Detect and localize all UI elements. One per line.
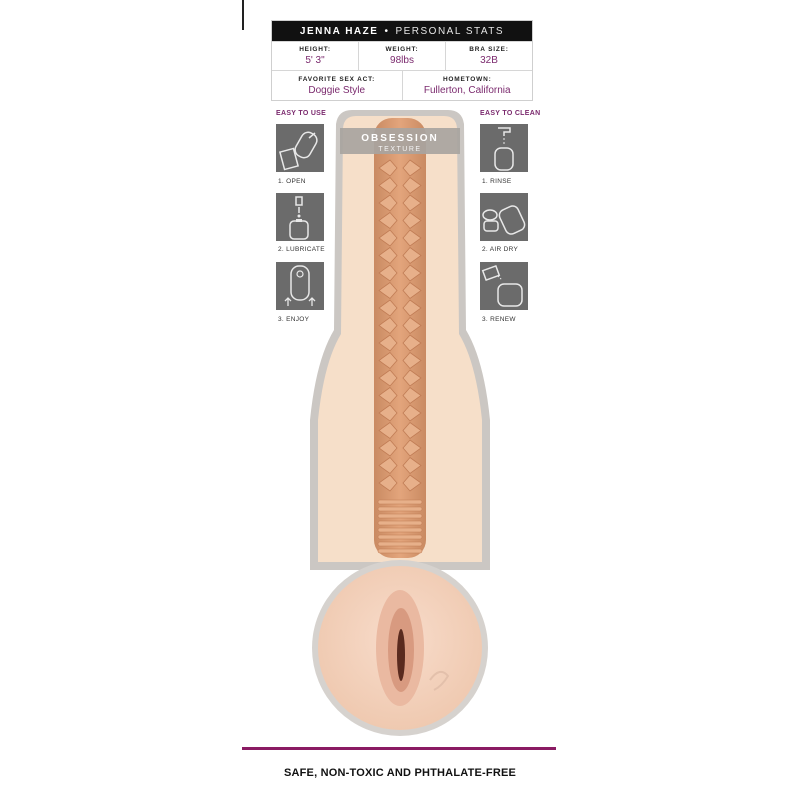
use-step-3-label: 3. ENJOY <box>278 316 310 323</box>
bra-cell: BRA SIZE: 32B <box>445 42 532 70</box>
texture-nub <box>402 386 422 405</box>
height-value: 5' 3" <box>305 55 325 66</box>
texture-subtitle: TEXTURE <box>378 146 421 153</box>
header-separator: • <box>384 25 390 37</box>
act-value: Doggie Style <box>308 84 366 96</box>
hometown-cell: HOMETOWN: Fullerton, California <box>401 71 533 100</box>
enjoy-sleeve-icon <box>276 262 324 310</box>
easy-to-clean-title: EASY TO CLEAN <box>480 110 541 117</box>
texture-nub <box>378 264 398 282</box>
stats-row-1: HEIGHT: 5' 3" WEIGHT: 98lbs BRA SIZE: 32… <box>272 41 532 70</box>
weight-cell: WEIGHT: 98lbs <box>358 42 445 70</box>
texture-nub <box>378 211 398 230</box>
texture-nub <box>378 281 398 300</box>
texture-rib <box>377 541 423 547</box>
texture-nub <box>402 229 422 247</box>
accent-divider <box>242 747 556 750</box>
texture-nub <box>402 404 422 422</box>
clean-step-2-label: 2. AIR DRY <box>482 246 519 253</box>
texture-nub <box>378 474 398 492</box>
texture-nub <box>402 439 422 457</box>
texture-nub <box>378 386 398 405</box>
texture-rib <box>377 506 423 512</box>
stats-subtitle: PERSONAL STATS <box>395 25 505 37</box>
clean-step-3-label: 3. RENEW <box>482 316 516 323</box>
height-label: HEIGHT: <box>299 46 331 53</box>
texture-nub <box>378 421 398 440</box>
texture-nub <box>378 334 398 352</box>
act-cell: FAVORITE SEX ACT: Doggie Style <box>272 71 402 100</box>
weight-label: WEIGHT: <box>385 46 419 53</box>
rinse-faucet-icon <box>480 124 528 172</box>
opening <box>397 629 405 681</box>
hometown-value: Fullerton, California <box>423 84 511 96</box>
texture-nub <box>402 299 422 317</box>
use-step-2-label: 2. LUBRICATE <box>278 246 325 253</box>
edge-line <box>242 0 244 30</box>
texture-nub <box>378 351 398 370</box>
act-label: FAVORITE SEX ACT: <box>298 75 376 83</box>
texture-nub <box>402 421 422 440</box>
texture-nub <box>378 456 398 475</box>
stats-header: JENNA HAZE • PERSONAL STATS <box>272 21 532 41</box>
texture-rib <box>377 520 423 526</box>
renew-powder-icon <box>480 262 528 310</box>
texture-nub <box>402 281 422 300</box>
performer-name: JENNA HAZE <box>299 25 379 37</box>
lubricate-bottle-icon <box>276 193 324 241</box>
weight-value: 98lbs <box>390 55 414 66</box>
air-dry-parts-icon <box>480 193 528 241</box>
open-cap-icon <box>276 124 324 172</box>
texture-nub <box>378 299 398 317</box>
logo-mark <box>429 670 450 691</box>
texture-nub <box>378 159 398 177</box>
hometown-label: HOMETOWN: <box>442 75 492 83</box>
texture-nub <box>402 211 422 230</box>
stats-row-2: FAVORITE SEX ACT: Doggie Style HOMETOWN:… <box>272 70 532 100</box>
texture-nub <box>378 229 398 247</box>
safety-tagline: SAFE, NON-TOXIC AND PHTHALATE-FREE <box>283 767 517 779</box>
texture-rib <box>377 527 423 533</box>
texture-rib <box>377 548 423 554</box>
texture-nub <box>402 316 422 335</box>
texture-nub <box>402 474 422 492</box>
texture-nub <box>402 194 422 212</box>
texture-label-band <box>340 128 460 154</box>
texture-rib <box>377 534 423 540</box>
texture-nub <box>378 176 398 195</box>
height-cell: HEIGHT: 5' 3" <box>272 42 358 70</box>
texture-nub <box>378 369 398 387</box>
texture-nub <box>402 264 422 282</box>
personal-stats-card: JENNA HAZE • PERSONAL STATS HEIGHT: 5' 3… <box>271 20 533 101</box>
texture-title: OBSESSION <box>361 133 438 144</box>
texture-ribs <box>377 499 423 554</box>
texture-rib <box>377 499 423 505</box>
texture-nubs <box>378 159 422 492</box>
texture-nub <box>402 159 422 177</box>
texture-nub <box>402 176 422 195</box>
texture-nub <box>402 369 422 387</box>
texture-nub <box>378 316 398 335</box>
easy-to-use-title: EASY TO USE <box>276 110 327 117</box>
bra-value: 32B <box>480 55 498 66</box>
texture-nub <box>402 246 422 265</box>
texture-nub <box>378 246 398 265</box>
texture-nub <box>402 351 422 370</box>
texture-nub <box>402 334 422 352</box>
texture-rib <box>377 513 423 519</box>
clean-step-1-label: 1. RINSE <box>482 178 512 185</box>
texture-nub <box>378 404 398 422</box>
bra-label: BRA SIZE: <box>469 46 509 53</box>
texture-nub <box>378 194 398 212</box>
use-step-1-label: 1. OPEN <box>278 178 306 185</box>
texture-nub <box>378 439 398 457</box>
texture-nub <box>402 456 422 475</box>
